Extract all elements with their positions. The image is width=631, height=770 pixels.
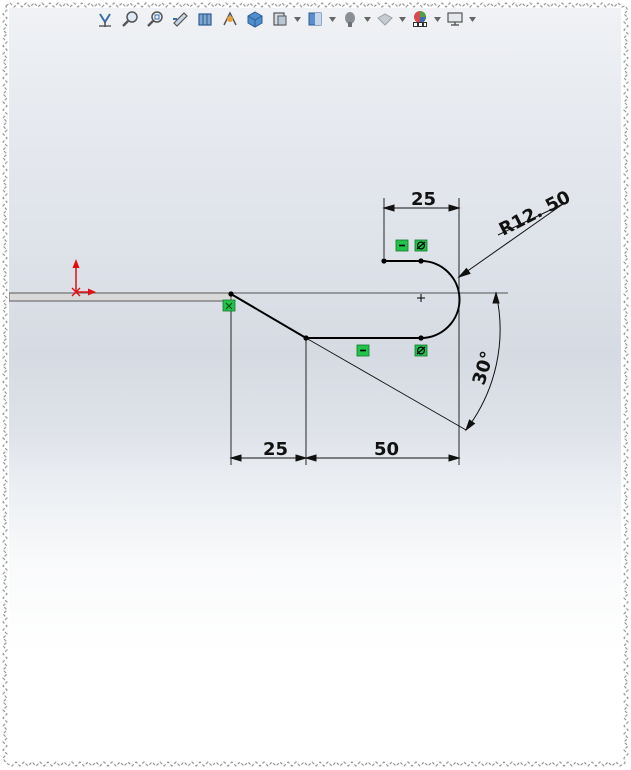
apply-scene-dropdown-icon[interactable] bbox=[399, 9, 406, 29]
sketch-point[interactable] bbox=[228, 291, 234, 297]
edit-appearance-dropdown-icon[interactable] bbox=[364, 9, 371, 29]
relation-tangent-top[interactable] bbox=[414, 239, 428, 252]
view-orientation-cube-icon[interactable] bbox=[244, 9, 266, 29]
view-settings-icon[interactable] bbox=[409, 9, 431, 29]
display-style-dropdown-icon[interactable] bbox=[294, 9, 301, 29]
previous-view-icon[interactable] bbox=[169, 9, 191, 29]
monitor-icon[interactable] bbox=[444, 9, 466, 29]
sketch-canvas[interactable]: 25 25 50 R12. 50 30° bbox=[9, 8, 621, 760]
heads-up-view-toolbar bbox=[94, 8, 476, 30]
sketch-line-angled[interactable] bbox=[230, 293, 307, 339]
sketch-point[interactable] bbox=[418, 258, 424, 264]
relation-horizontal-top[interactable] bbox=[395, 239, 409, 252]
sketch-point[interactable] bbox=[418, 335, 424, 341]
sketch-point[interactable] bbox=[381, 258, 387, 264]
apply-scene-icon[interactable] bbox=[374, 9, 396, 29]
monitor-dropdown-icon[interactable] bbox=[469, 9, 476, 29]
dimension-radius[interactable]: R12. 50 bbox=[496, 187, 574, 241]
dimension-bottom-left[interactable]: 25 bbox=[263, 439, 288, 460]
sketch-arc[interactable] bbox=[420, 260, 461, 339]
relation-tangent-bottom[interactable] bbox=[414, 344, 428, 357]
view-orientation-icon[interactable] bbox=[94, 9, 116, 29]
relation-horizontal-bottom[interactable] bbox=[356, 344, 370, 357]
dimension-top-width[interactable]: 25 bbox=[411, 189, 436, 210]
extension-lines bbox=[230, 198, 467, 465]
hide-show-dropdown-icon[interactable] bbox=[329, 9, 336, 29]
relation-coincident-start[interactable] bbox=[222, 299, 236, 312]
dimension-angle[interactable]: 30° bbox=[469, 349, 499, 388]
zoom-to-fit-icon[interactable] bbox=[119, 9, 141, 29]
zoom-to-area-icon[interactable] bbox=[144, 9, 166, 29]
sketch-profile[interactable] bbox=[230, 260, 461, 339]
origin-icon bbox=[71, 259, 96, 297]
display-style-icon[interactable] bbox=[269, 9, 291, 29]
sketch-points bbox=[228, 258, 424, 341]
dimension-lines bbox=[229, 202, 566, 462]
base-part-edge[interactable] bbox=[9, 292, 232, 302]
section-view-icon[interactable] bbox=[194, 9, 216, 29]
dimension-bottom-right[interactable]: 50 bbox=[374, 439, 399, 460]
view-settings-dropdown-icon[interactable] bbox=[434, 9, 441, 29]
hide-show-items-icon[interactable] bbox=[304, 9, 326, 29]
graphics-area[interactable]: 25 25 50 R12. 50 30° bbox=[9, 8, 621, 760]
arc-center-point[interactable] bbox=[417, 294, 425, 302]
edit-appearance-icon[interactable] bbox=[339, 9, 361, 29]
dynamic-annotation-icon[interactable] bbox=[219, 9, 241, 29]
